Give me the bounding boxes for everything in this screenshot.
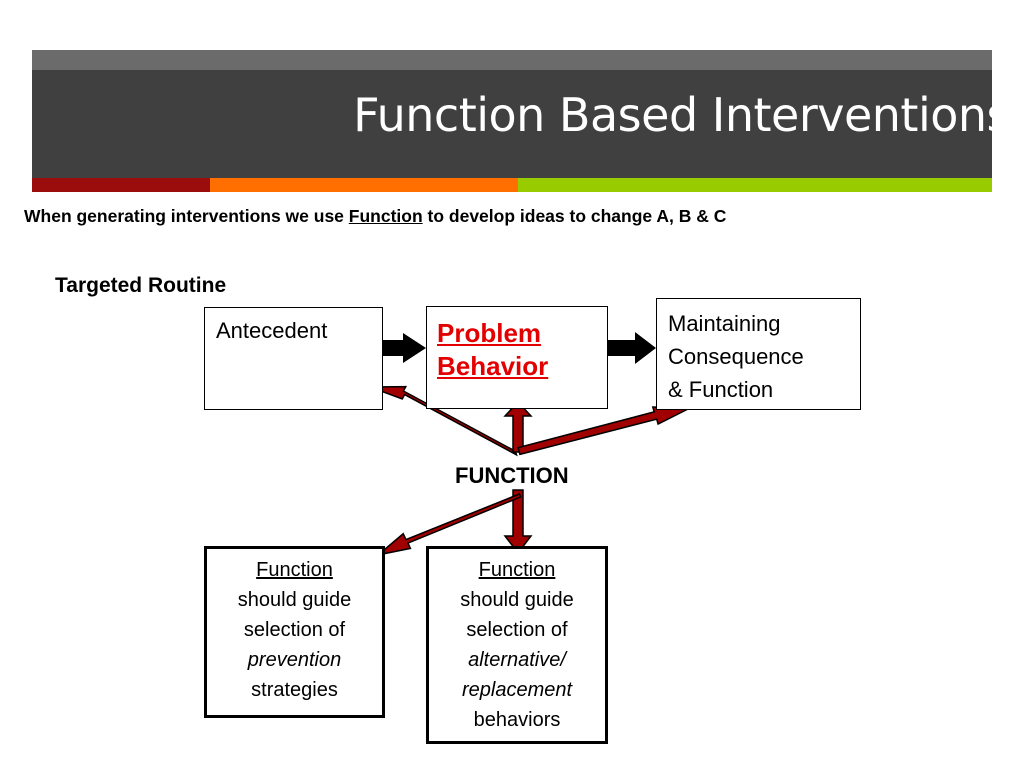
problem-behavior-box: Problem Behavior <box>426 306 608 409</box>
problem-behavior-line-2: Behavior <box>437 351 549 382</box>
alternative-line-6: behaviors <box>473 709 561 731</box>
antecedent-box: Antecedent <box>204 307 383 410</box>
alternative-line-3: selection of <box>466 619 568 641</box>
maintaining-line-1: Maintaining <box>668 311 781 336</box>
maintaining-line-3: & Function <box>668 377 774 402</box>
problem-behavior-line-1: Problem <box>437 318 542 348</box>
accent-bar-red <box>32 178 210 192</box>
maintaining-consequence-box: Maintaining Consequence & Function <box>656 298 861 410</box>
targeted-routine-label: Targeted Routine <box>55 274 227 297</box>
slide-subtitle: When generating interventions we use Fun… <box>24 206 1004 227</box>
subtitle-text-after: to develop ideas to change A, B & C <box>422 206 727 226</box>
alternative-line-5: replacement <box>461 679 573 701</box>
maintaining-line-2: Consequence <box>668 344 804 369</box>
title-band <box>32 50 992 178</box>
prevention-line-4: prevention <box>247 649 342 671</box>
accent-bar-orange <box>210 178 518 192</box>
prevention-line-3: selection of <box>243 619 346 641</box>
prevention-line-5: strategies <box>251 679 338 701</box>
prevention-line-2: should guide <box>237 589 352 611</box>
alternative-line-4: alternative/ <box>468 649 566 671</box>
subtitle-text-before: When generating interventions we use <box>24 206 349 226</box>
arrow-function-to-antecedent <box>369 385 518 457</box>
alternative-behavior-box: Function should guide selection of alter… <box>426 546 608 744</box>
arrow-behavior-to-consequence <box>608 332 656 364</box>
arrow-function-to-prevention <box>377 493 522 556</box>
function-label: FUNCTION <box>455 463 569 488</box>
alternative-line-2: should guide <box>460 589 574 611</box>
arrow-function-to-consequence <box>517 406 691 456</box>
arrow-function-to-alternative <box>503 489 533 555</box>
antecedent-label: Antecedent <box>216 318 328 343</box>
title-band-top <box>32 50 992 70</box>
accent-bar-green <box>518 178 992 192</box>
prevention-box: Function should guide selection of preve… <box>204 546 385 718</box>
arrow-antecedent-to-behavior <box>383 333 426 363</box>
subtitle-function-word: Function <box>348 206 423 226</box>
alternative-line-1: Function <box>478 559 556 581</box>
prevention-line-1: Function <box>256 559 333 581</box>
slide-title: Function Based Interventions <box>353 88 1010 142</box>
